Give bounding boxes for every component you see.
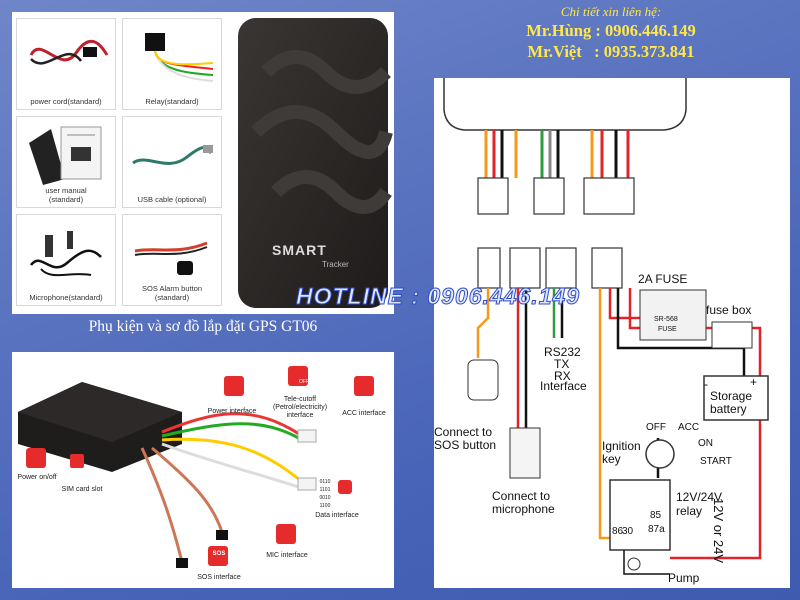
gps-tracker-device-icon [238, 18, 393, 308]
device-brand: SMART [272, 242, 327, 258]
wiring-diagram: 2A FUSE SR-568 FUSE fuse box RS232 TX RX… [434, 78, 790, 588]
caption: Phụ kiện và sơ đồ lắp đặt GPS GT06 [88, 318, 318, 335]
manual-icon [29, 126, 102, 185]
relay-pin-87a: 87a [648, 524, 665, 535]
contact-line-hung: Mr.Hùng : 0906.446.149 [526, 21, 696, 40]
pump-label: Pump [668, 571, 700, 585]
fuse-box-label: fuse box [706, 303, 752, 317]
ignition-off-label: OFF [646, 422, 666, 433]
accessory-label: Relay(standard) [145, 97, 199, 106]
sos-alarm-icon [134, 241, 208, 275]
data-interface-icon [338, 480, 352, 494]
accessory-microphone: Microphone(standard) [16, 214, 116, 306]
interfaces-panel: Power interface OFF Tele-cutoff (Petrol/… [12, 352, 394, 588]
acc-interface-label: ACC interface [342, 410, 386, 417]
tracker-wiring-icon [18, 382, 317, 568]
rs232-label: RS232 [544, 345, 581, 359]
connect-mic-label: Connect to microphone [492, 489, 555, 516]
relay-icon [145, 33, 214, 82]
mic-interface-icon [276, 524, 296, 544]
ignition-start-label: START [700, 456, 732, 467]
microphone-icon [29, 231, 102, 277]
off-icon-label: OFF [299, 379, 309, 385]
power-cord-icon [29, 39, 109, 65]
accessory-relay: Relay(standard) [122, 18, 222, 110]
fuse-2a-label: 2A FUSE [638, 272, 688, 286]
acc-interface-icon [354, 376, 374, 396]
contact-block: Chi tiết xin liên hệ: Mr.Hùng : 0906.446… [436, 4, 786, 62]
hotline-watermark: HOTLINE : 0906.446.149 [295, 283, 581, 310]
relay-pin-86: 86 [612, 526, 624, 537]
device-model: Tracker [322, 260, 349, 269]
power-interface-icon [224, 376, 244, 396]
storage-battery-label: Storage battery [710, 389, 753, 416]
accessory-label: Microphone(standard) [29, 293, 103, 302]
sos-interface-label: SOS interface [197, 574, 241, 581]
battery-minus-label: - [704, 377, 708, 391]
accessory-label: user manual (standard) [45, 186, 87, 204]
connect-sos-label: Connect to SOS button [434, 425, 497, 452]
accessory-label: USB cable (optional) [137, 195, 207, 204]
tele-cutoff-icon [288, 366, 308, 386]
data-icon-label: 0110 1101 0010 1100 [319, 479, 331, 509]
data-interface-label: Data interface [315, 512, 359, 519]
accessory-label: power cord(standard) [30, 97, 102, 106]
rx-label: RX [554, 369, 571, 383]
sos-interface-icon [208, 546, 228, 566]
wiring-diagram-icon [443, 78, 769, 575]
fuse-part-label: SR-568 [654, 316, 678, 323]
usb-cable-icon [132, 145, 213, 165]
sos-icon-label: SOS [212, 551, 226, 557]
relay-pin-30: 30 [622, 526, 634, 537]
battery-plus-label: + [750, 375, 758, 389]
power-interface-label: Power interface [207, 408, 257, 415]
ignition-on-label: ON [698, 438, 713, 449]
mic-interface-label: MIC interface [266, 552, 308, 559]
accessory-usb-cable: USB cable (optional) [122, 116, 222, 208]
device-photo: SMART Tracker [226, 12, 394, 314]
power-onoff-icon [26, 448, 46, 468]
accessory-label: SOS Alarm button (standard) [141, 284, 203, 302]
accessory-user-manual: user manual (standard) [16, 116, 116, 208]
relay-label: 12V/24V relay [676, 490, 723, 518]
tx-label: TX [554, 357, 570, 371]
power-onoff-label: Power on/off [17, 474, 57, 481]
ignition-acc-label: ACC [678, 422, 700, 433]
fuse-word-label: FUSE [658, 326, 677, 333]
contact-title: Chi tiết xin liên hệ: [560, 4, 662, 19]
accessory-power-cord: power cord(standard) [16, 18, 116, 110]
relay-pin-85: 85 [650, 510, 662, 521]
accessory-sos-button: SOS Alarm button (standard) [122, 214, 222, 306]
sim-slot-label: SIM card slot [61, 486, 103, 493]
interface-label: Interface [540, 379, 587, 393]
tele-cutoff-label: Tele-cutoff (Petrol/electricity) interfa… [272, 396, 328, 419]
contact-line-viet: Mr.Việt : 0935.373.841 [527, 42, 695, 61]
ignition-key-label: Ignition key [602, 439, 641, 466]
sim-icon [70, 454, 84, 468]
accessories-panel: power cord(standard) Relay(standard) use… [12, 12, 226, 314]
